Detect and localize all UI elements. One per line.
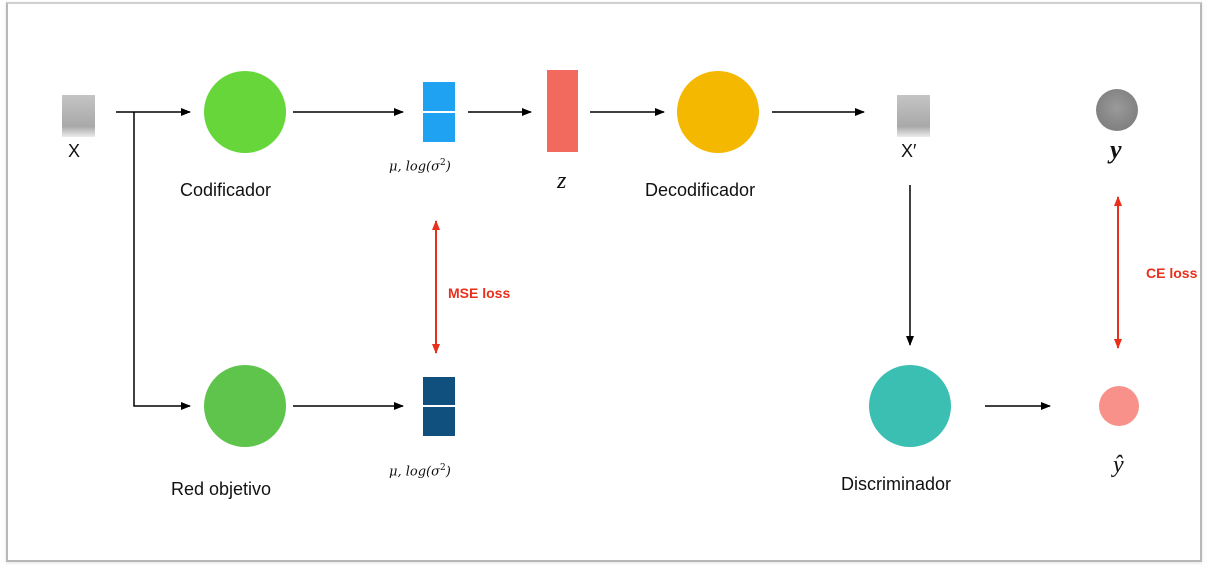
latent-params-label-bottom: μ, log(σ2) bbox=[389, 463, 451, 480]
latent-logvar-block bbox=[423, 113, 455, 142]
input-label: X bbox=[68, 141, 81, 161]
latent-params-label-top: μ, log(σ2) bbox=[389, 158, 451, 175]
z-label: z bbox=[557, 168, 567, 194]
ce-loss-label: CE loss bbox=[1146, 265, 1198, 281]
frame-border bbox=[6, 2, 1202, 562]
discriminator-node bbox=[869, 365, 951, 447]
decoder-label: Decodificador bbox=[645, 180, 756, 200]
target-net-node bbox=[204, 365, 286, 447]
discriminator-label: Discriminador bbox=[841, 474, 952, 494]
mse-loss-label: MSE loss bbox=[448, 285, 511, 301]
decoder-node bbox=[677, 71, 759, 153]
arrow-input-to-target-net bbox=[133, 112, 191, 410]
target-y-label: y bbox=[1110, 135, 1122, 164]
encoder-node bbox=[204, 71, 286, 153]
latent-mu-block bbox=[423, 82, 455, 111]
encoder-label: Codificador bbox=[180, 180, 272, 200]
prediction-node bbox=[1099, 386, 1139, 426]
prediction-label: ŷ bbox=[1113, 452, 1124, 478]
target-y-node bbox=[1096, 89, 1138, 131]
target-mu-block bbox=[423, 377, 455, 405]
z-block bbox=[547, 70, 578, 152]
input-image-patch bbox=[62, 95, 95, 137]
reconstruction-image-patch bbox=[897, 95, 930, 137]
reconstruction-label: X′ bbox=[901, 141, 917, 161]
target-logvar-block bbox=[423, 407, 455, 436]
target-net-label: Red objetivo bbox=[171, 479, 272, 499]
